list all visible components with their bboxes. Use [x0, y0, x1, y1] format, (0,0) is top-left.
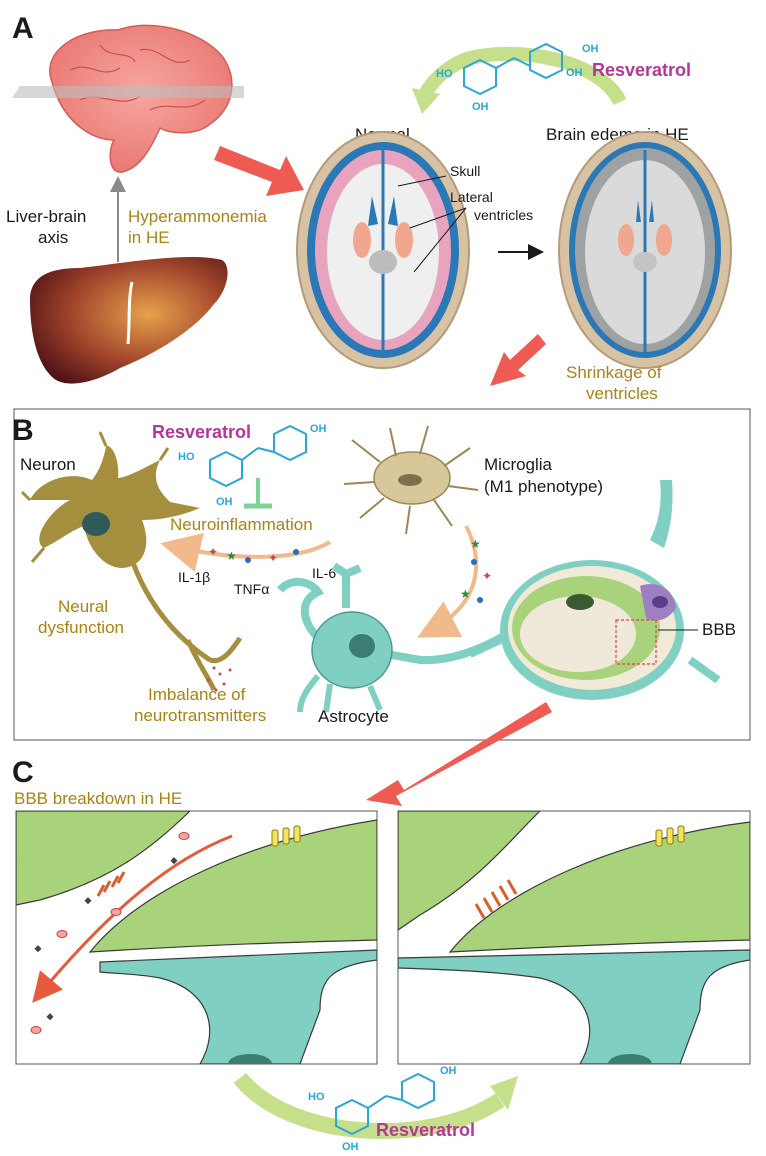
hyperammonemia-label-2: in HE: [128, 228, 170, 247]
resveratrol-molecule-b: [209, 424, 307, 488]
hyperammonemia-label-1: Hyperammonemia: [128, 207, 267, 226]
svg-text:✦: ✦: [268, 551, 278, 565]
svg-text:✦: ✦: [482, 569, 492, 583]
axial-plane: [12, 86, 244, 98]
chem-ho-a: HO: [436, 68, 453, 80]
axis-label-1: Liver-brain: [6, 207, 86, 226]
microglia-cytokines: ★ ✦ ★: [460, 537, 492, 603]
il1b-label: IL-1β: [178, 569, 210, 585]
panel-b-letter: B: [12, 414, 34, 447]
il6-label: IL-6: [312, 565, 336, 581]
resveratrol-label-b: Resveratrol: [152, 422, 251, 442]
transporter-left: [271, 825, 301, 847]
lateral-label-2: ventricles: [474, 207, 533, 223]
chem-oh-a2: OH: [582, 43, 599, 55]
neural-dysfunction-2: dysfunction: [38, 618, 124, 637]
bbb-vessel-section: [468, 480, 721, 700]
resveratrol-label-a: Resveratrol: [592, 60, 691, 80]
resveratrol-label-c: Resveratrol: [376, 1120, 475, 1140]
chem-ho-c: HO: [308, 1091, 325, 1103]
astrocyte-illustration: [276, 562, 521, 713]
svg-text:★: ★: [470, 537, 481, 551]
neurotransmitter-dots: [206, 666, 232, 692]
intact-tight-junctions: [474, 879, 518, 919]
resveratrol-molecule-c: [335, 1072, 435, 1136]
chem-oh-b1: OH: [216, 496, 233, 508]
red-arrow-a1: [214, 146, 304, 196]
panel-b-frame: [13, 408, 751, 741]
imbalance-label-1: Imbalance of: [148, 685, 246, 704]
green-arc-a: [417, 46, 627, 106]
chem-oh-a3: OH: [566, 67, 583, 79]
neural-dysfunction-1: Neural: [58, 597, 108, 616]
astrocyte-label: Astrocyte: [318, 707, 389, 726]
skull-label: Skull: [450, 163, 480, 179]
axis-label-2: axis: [38, 228, 68, 247]
red-arrow-b: [366, 702, 552, 806]
resveratrol-molecule-a: [463, 42, 563, 96]
chem-oh-c2: OH: [440, 1065, 457, 1077]
chem-ho-b: HO: [178, 451, 195, 463]
red-arrow-a2: [490, 334, 546, 386]
green-arc-c: [233, 1072, 505, 1139]
brain-illustration: [12, 24, 244, 173]
imbalance-label-2: neurotransmitters: [134, 706, 266, 725]
edema-brain-section: [558, 131, 732, 369]
chem-oh-c1: OH: [342, 1141, 359, 1153]
shrinkage-label-2: ventricles: [586, 384, 658, 403]
microglia-illustration: [343, 425, 479, 535]
chem-oh-b2: OH: [310, 423, 327, 435]
microglia-label-1: Microglia: [484, 455, 553, 474]
transporter-right: [655, 825, 685, 847]
neuron-illustration: [20, 431, 243, 692]
liver-illustration: [30, 257, 228, 384]
cytokine-arrow: [160, 532, 332, 572]
cytokine-markers: ✦ ★ ✦: [208, 545, 299, 565]
panel-c-letter: C: [12, 756, 34, 789]
microglia-label-2: (M1 phenotype): [484, 477, 603, 496]
svg-text:★: ★: [460, 587, 471, 601]
svg-text:★: ★: [226, 549, 237, 563]
chem-oh-a1: OH: [472, 101, 489, 113]
neuron-label: Neuron: [20, 455, 76, 474]
tnfa-label: TNFα: [234, 581, 269, 597]
inhibition-symbol: [244, 478, 272, 509]
leaking-particles: [30, 832, 190, 1034]
panel-a-letter: A: [12, 12, 34, 45]
bbb-intact-scene: [398, 811, 750, 1064]
microglia-arrow: [417, 525, 479, 638]
normal-brain-section: [296, 131, 470, 369]
leakage-arrow: [32, 834, 233, 1003]
lateral-label-1: Lateral: [450, 189, 493, 205]
neuroinflammation-label: Neuroinflammation: [170, 515, 313, 534]
bbb-breakdown-title: BBB breakdown in HE: [14, 789, 182, 808]
bbb-zoom-box: [615, 619, 657, 665]
bbb-breakdown-scene: [16, 811, 377, 1064]
bbb-label: BBB: [702, 620, 736, 639]
broken-tight-junctions: [96, 871, 126, 897]
svg-text:✦: ✦: [208, 545, 218, 559]
shrinkage-label-1: Shrinkage of: [566, 363, 662, 382]
